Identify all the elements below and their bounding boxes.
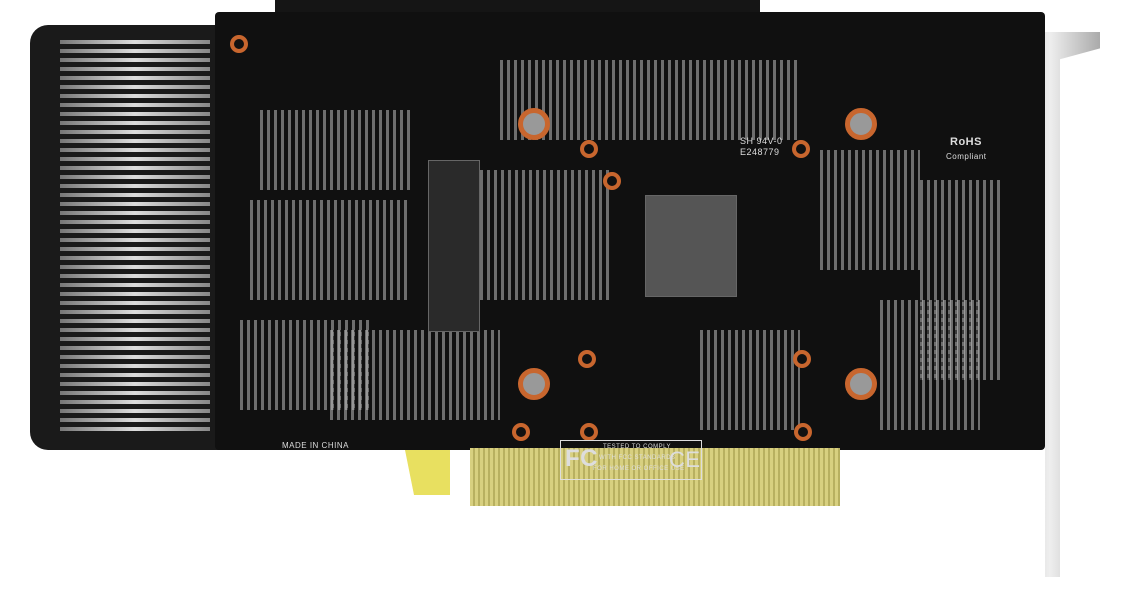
gpu-backside-pads <box>645 195 737 297</box>
heatsink-fin <box>60 229 210 233</box>
heatsink-fin <box>60 211 210 215</box>
screw-mount <box>845 368 877 400</box>
fcc-line2: WITH FCC STANDARDS <box>599 455 676 461</box>
screw-mount <box>518 108 550 140</box>
heatsink-fin <box>60 301 210 305</box>
heatsink-fin <box>60 193 210 197</box>
heatsink-fin <box>60 283 210 287</box>
heatsink-fin <box>60 373 210 377</box>
heatsink-fin <box>60 328 210 332</box>
heatsink-fin <box>60 58 210 62</box>
heatsink-fin <box>60 184 210 188</box>
heatsink-fin <box>60 49 210 53</box>
screw-mount <box>845 108 877 140</box>
heatsink-fin <box>60 238 210 242</box>
heatsink-fin <box>60 94 210 98</box>
heatsink-fin <box>60 40 210 44</box>
heatsink-fin <box>60 220 210 224</box>
pcie-gold-fingers <box>470 448 840 506</box>
pcie-key-tab <box>405 450 450 495</box>
fcc-logo: FC <box>565 445 598 472</box>
heatsink-fin <box>60 265 210 269</box>
smd-components <box>330 330 500 420</box>
heatsink-fin <box>60 427 210 431</box>
heatsink-fin <box>60 418 210 422</box>
ce-mark: CE <box>669 447 701 472</box>
heatsink-fin <box>60 310 210 314</box>
heatsink-fin <box>60 337 210 341</box>
mounting-hole <box>794 423 812 441</box>
mounting-hole <box>580 140 598 158</box>
heatsink-fin <box>60 355 210 359</box>
heatsink-fin <box>60 292 210 296</box>
rohs-subtitle: Compliant <box>946 152 987 161</box>
ul-rating: SH 94V-0 <box>740 136 783 146</box>
fcc-line3: FOR HOME OR OFFICE USE <box>593 466 685 472</box>
smd-components <box>500 60 800 140</box>
heatsink-fin <box>60 346 210 350</box>
heatsink-fin <box>60 112 210 116</box>
heatsink-fin <box>60 67 210 71</box>
component-chip <box>428 160 480 332</box>
heatsink-fin <box>60 391 210 395</box>
mounting-hole <box>578 350 596 368</box>
ul-file: E248779 <box>740 147 780 157</box>
smd-components <box>880 300 980 430</box>
heatsink-fin <box>60 256 210 260</box>
smd-components <box>820 150 920 270</box>
heatsink-fin <box>60 274 210 278</box>
fcc-line1: TESTED TO COMPLY <box>603 444 672 450</box>
mounting-hole <box>512 423 530 441</box>
heatsink-fin <box>60 382 210 386</box>
heatsink-fin <box>60 409 210 413</box>
screw-mount <box>518 368 550 400</box>
mounting-hole <box>230 35 248 53</box>
heatsink-fin <box>60 85 210 89</box>
heatsink-fin <box>60 148 210 152</box>
heatsink-fin <box>60 364 210 368</box>
smd-components <box>260 110 410 190</box>
mounting-hole <box>792 140 810 158</box>
heatsink-fin <box>60 175 210 179</box>
mounting-hole <box>580 423 598 441</box>
heatsink <box>30 25 220 450</box>
heatsink-fin <box>60 157 210 161</box>
made-in-china-label: MADE IN CHINA <box>282 441 349 450</box>
heatsink-fin <box>60 319 210 323</box>
heatsink-fin <box>60 400 210 404</box>
heatsink-fin <box>60 202 210 206</box>
smd-components <box>480 170 610 300</box>
fcc-label: FC TESTED TO COMPLY WITH FCC STANDARDS F… <box>560 440 702 480</box>
heatsink-fin <box>60 121 210 125</box>
mounting-hole <box>603 172 621 190</box>
mounting-hole <box>793 350 811 368</box>
smd-components <box>250 200 410 300</box>
heatsink-fin <box>60 103 210 107</box>
heatsink-fin <box>60 76 210 80</box>
heatsink-fin <box>60 247 210 251</box>
heatsink-fin <box>60 130 210 134</box>
heatsink-fin <box>60 139 210 143</box>
smd-components <box>700 330 800 430</box>
heatsink-fin <box>60 166 210 170</box>
rohs-title: RoHS <box>950 136 982 148</box>
